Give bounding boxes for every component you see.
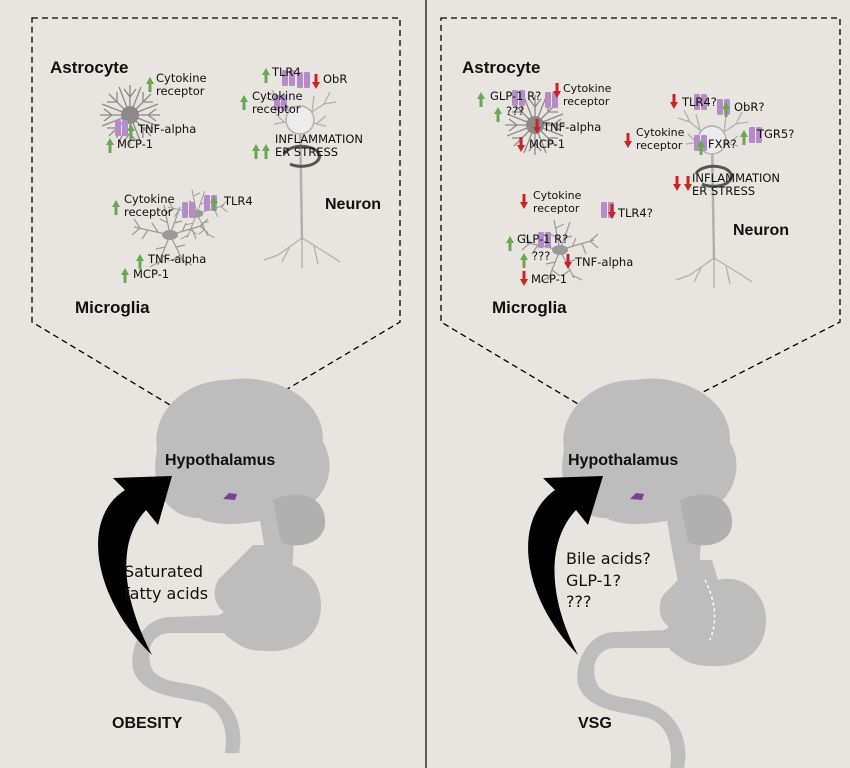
right-inflammation-label: INFLAMMATION ER STRESS [692,171,781,199]
down-arrow-icon [624,133,632,148]
left-zoom-outline [31,17,401,433]
right-big-arrow [528,476,603,655]
up-arrow-icon [262,68,270,83]
right-neuron-obr-label: ObR? [734,100,765,114]
right-stimulus-label: Bile acids? GLP-1? ??? [566,549,651,612]
right-zoom-outline [440,17,841,433]
up-arrow-icon [240,95,248,110]
right-neuron-cytokine-label: Cytokine receptor [636,126,685,152]
right-astro-glp1r-label: GLP-1 R? [490,89,542,103]
right-stomach-sleeve-line [704,579,716,641]
down-arrow-icon [684,176,692,191]
right-astro-tnf-label: TNF-alpha [543,120,602,134]
left-astro-tnf-label: TNF-alpha [138,122,197,136]
left-receptor-mg-cyt [182,202,195,218]
down-arrow-icon [520,271,528,286]
left-neuron-cytokine-label: Cytokine receptor [252,89,303,117]
left-inflammation-label: INFLAMMATION ER STRESS [275,132,364,160]
up-arrow-icon [252,144,260,159]
up-arrow-icon [146,77,154,92]
left-astro-mcp-label: MCP-1 [117,137,154,151]
right-astrocyte-label: Astrocyte [462,58,541,77]
left-mg-mcp-label: MCP-1 [133,267,170,281]
left-hypothalamus-label: Hypothalamus [165,452,276,469]
right-neuron-tgr5-label: TGR5? [757,127,795,141]
left-brain [155,378,330,582]
left-microglia-label: Microglia [75,298,150,317]
right-astro-mcp-label: MCP-1 [529,137,566,151]
right-hypothalamus-label: Hypothalamus [568,452,679,469]
left-astrocyte-label: Astrocyte [50,58,129,77]
up-arrow-icon [121,268,129,283]
right-neuron-tlr4-label: TLR4? [682,95,717,109]
left-mg-cytokine-label: Cytokine receptor [124,192,175,220]
left-neuron-tlr4-label: TLR4 [272,65,301,79]
up-arrow-icon [494,107,502,122]
left-big-arrow [98,476,172,655]
right-mg-cytokine-label: Cytokine receptor [533,189,582,215]
up-arrow-icon [112,200,120,215]
right-mg-tlr4-label: TLR4? [618,206,653,220]
up-arrow-icon [520,253,528,268]
right-mg-unknown-label: ??? [532,249,551,263]
down-arrow-icon [670,94,678,109]
right-astro-cytokine-label: Cytokine receptor [563,82,612,108]
up-arrow-icon [740,130,748,145]
up-arrow-icon [477,92,485,107]
left-condition-label: OBESITY [112,715,183,732]
right-mg-glp1r-label: GLP-1 R? [517,232,569,246]
right-mg-tnf-label: TNF-alpha [575,255,634,269]
right-neuron-fxr-label: FXR? [708,137,737,151]
left-neuron-cell [262,88,342,270]
right-astro-unknown-label: ??? [506,104,525,118]
down-arrow-icon [517,137,525,152]
left-mg-tnf-label: TNF-alpha [148,252,207,266]
left-stimulus-label: Saturated fatty acids [124,562,209,603]
left-neuron-obr-label: ObR [323,72,348,86]
up-arrow-icon [506,236,514,251]
right-microglia-label: Microglia [492,298,567,317]
right-condition-label: VSG [578,715,612,732]
left-receptor-astro [115,120,128,136]
up-arrow-icon [262,144,270,159]
left-neuron-label: Neuron [325,196,381,213]
down-arrow-icon [520,194,528,209]
down-arrow-icon [312,74,320,89]
down-arrow-icon [673,176,681,191]
left-mg-tlr4-label: TLR4 [224,194,253,208]
up-arrow-icon [106,138,114,153]
left-astro-cytokine-label: Cytokine receptor [156,71,207,99]
right-mg-mcp-label: MCP-1 [531,272,568,286]
right-neuron-label: Neuron [733,222,789,239]
